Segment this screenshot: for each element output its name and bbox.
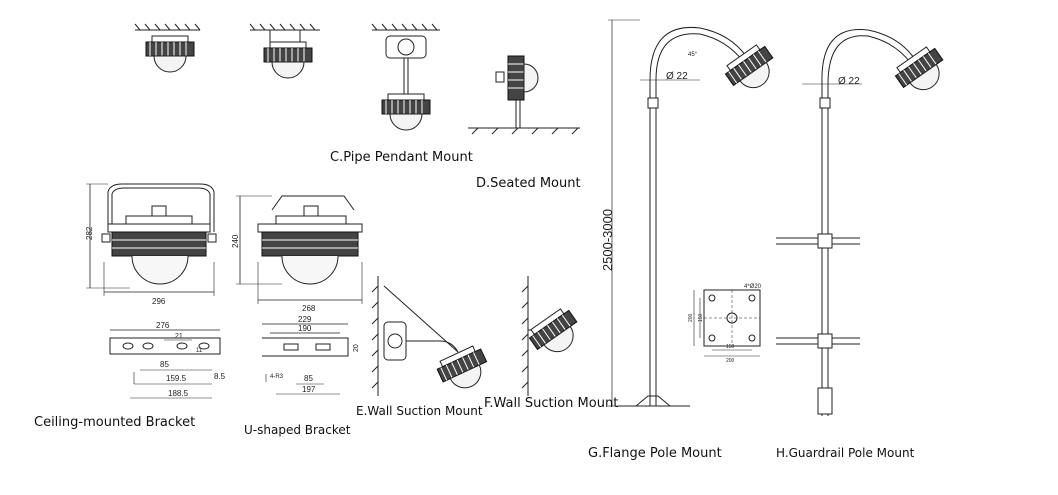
dim-b1-f: 8.5 xyxy=(214,372,226,381)
ceiling-mount-a xyxy=(134,23,201,73)
flange-pole-drawing xyxy=(608,19,783,407)
dim-pole-height: 2500-3000 xyxy=(600,209,615,271)
dim-flange-200a: 200 xyxy=(688,313,694,322)
dim-b1-b: 11 xyxy=(196,348,203,354)
dim-b1-d: 159.5 xyxy=(166,374,187,383)
dim-b1-a: 21 xyxy=(175,333,183,340)
dim-flange-150a: 150 xyxy=(698,313,704,322)
flange-plate-detail xyxy=(693,289,761,357)
dim-b1-total: 276 xyxy=(156,321,170,330)
dim-u-width: 268 xyxy=(302,304,316,313)
caption-flange-pole: G.Flange Pole Mount xyxy=(588,446,722,461)
dim-u-height: 240 xyxy=(231,234,240,248)
ceiling-mount-b xyxy=(249,23,320,79)
dimension-labels: 282 296 240 268 276 21 11 85 159.5 188.5… xyxy=(85,52,860,398)
dim-b2-c: 85 xyxy=(304,374,313,383)
caption-seated: D.Seated Mount xyxy=(476,176,581,191)
pipe-pendant xyxy=(371,23,440,131)
wall-suction-e-drawing xyxy=(371,276,494,397)
u-bracket-plan xyxy=(262,323,349,395)
dim-b2-d: 197 xyxy=(302,385,316,394)
caption-wall-suction-f: F.Wall Suction Mount xyxy=(484,396,619,411)
wall-suction-f-drawing xyxy=(521,276,587,396)
dim-ceiling-height: 282 xyxy=(85,226,94,240)
dim-flange-150b: 150 xyxy=(726,344,735,350)
u-bracket-drawing xyxy=(236,195,363,304)
dim-angle: 45° xyxy=(688,52,698,58)
dim-b1-e: 188.5 xyxy=(168,389,189,398)
dim-flange-holes: 4*Ø20 xyxy=(744,284,762,290)
caption-pipe-pendant: C.Pipe Pendant Mount xyxy=(330,150,473,165)
caption-wall-suction-e: E.Wall Suction Mount xyxy=(356,404,483,418)
guardrail-pole-drawing xyxy=(776,28,953,416)
dim-ceiling-width: 296 xyxy=(152,297,166,306)
ceiling-bracket-drawing xyxy=(86,183,217,296)
dim-flange-200b: 200 xyxy=(726,358,735,364)
dim-b2-inner: 190 xyxy=(298,324,312,333)
dim-b2-small: 4-R3 xyxy=(270,374,284,380)
caption-guardrail-pole: H.Guardrail Pole Mount xyxy=(776,446,915,460)
dim-b2-total: 229 xyxy=(298,315,312,324)
caption-ceiling-bracket: Ceiling-mounted Bracket xyxy=(34,415,196,430)
ceiling-bracket-plan xyxy=(109,329,221,399)
seated-mount xyxy=(468,55,580,135)
dim-pole-dia-h: Ø 22 xyxy=(838,76,860,87)
dim-pole-dia-g: Ø 22 xyxy=(666,71,688,82)
dim-b2-side: 20 xyxy=(353,344,360,352)
dim-b1-c: 85 xyxy=(160,360,169,369)
caption-u-bracket: U-shaped Bracket xyxy=(244,423,351,437)
